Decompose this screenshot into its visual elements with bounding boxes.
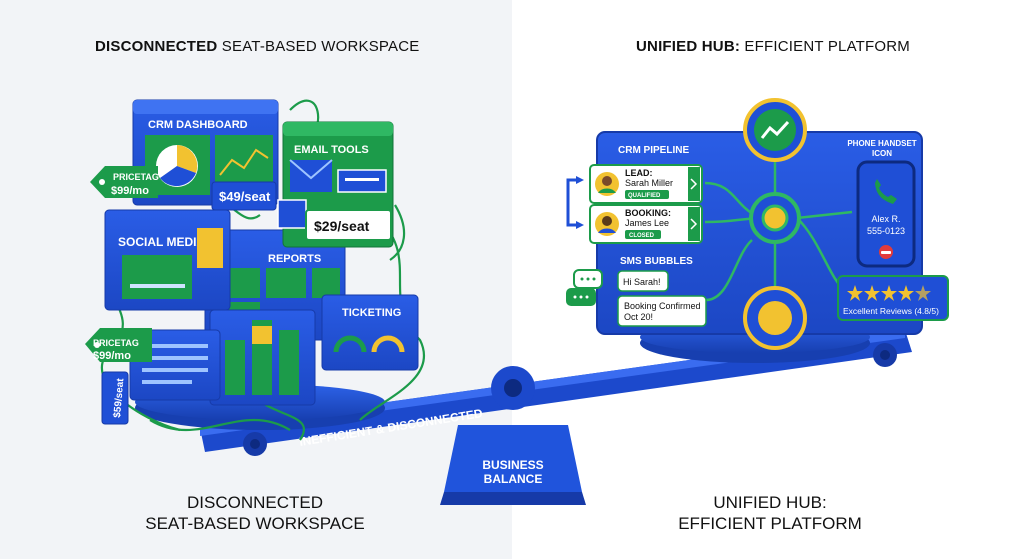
price-tag-1: PRICETAG $99/mo — [90, 166, 159, 198]
price-tag-1-price: $99/mo — [111, 185, 149, 197]
sms-bubble-2: Booking Confirmed Oct 20! — [617, 295, 707, 327]
card-social-media: SOCIAL MEDIA — [104, 209, 231, 311]
seat-tag-29: $29/seat — [305, 209, 392, 241]
card-ticketing-title: TICKETING — [342, 307, 401, 319]
left-heading-rest: SEAT-BASED WORKSPACE — [217, 38, 420, 55]
seat-tag-49: $49/seat — [211, 181, 277, 211]
price-tag-2-label: PRICETAG — [93, 338, 139, 348]
sms1-text: Hi Sarah! — [623, 277, 661, 287]
pipeline-title: CRM PIPELINE — [618, 145, 689, 156]
lead-badge: QUALIFIED — [628, 193, 661, 199]
card-social-title: SOCIAL MEDIA — [118, 235, 205, 249]
seat-tag-59-text: $59/seat — [112, 377, 126, 418]
reviews-text: Excellent Reviews (4.8/5) — [843, 306, 939, 316]
phone-number: 555-0123 — [867, 226, 905, 236]
card-ticketing: TICKETING — [321, 294, 419, 371]
price-tag-2-price: $99/mo — [93, 350, 131, 362]
phone-title-line1: PHONE HANDSET — [847, 139, 916, 148]
sms2-line1: Booking Confirmed — [624, 301, 701, 311]
card-crm-dashboard: CRM DASHBOARD — [132, 99, 279, 206]
base-label-line2: BALANCE — [484, 472, 543, 486]
booking-label: BOOKING: — [625, 208, 671, 218]
seat-tag-29-text: $29/seat — [314, 218, 370, 234]
right-heading-bold: UNIFIED HUB: — [636, 38, 741, 55]
sms-bubble-1: Hi Sarah! — [617, 270, 669, 292]
phone-section: PHONE HANDSET ICON Alex R. 555-0123 — [847, 139, 917, 268]
lead-card: LEAD: Sarah Miller QUALIFIED — [589, 164, 703, 204]
phone-title-line2: ICON — [872, 149, 892, 158]
reviews-card: Excellent Reviews (4.8/5) — [837, 275, 949, 321]
left-heading-bold: DISCONNECTED — [95, 38, 218, 55]
booking-name: James Lee — [625, 218, 669, 228]
right-footer: UNIFIED HUB: EFFICIENT PLATFORM — [670, 492, 870, 534]
right-heading-rest: EFFICIENT PLATFORM — [740, 38, 910, 55]
price-tag-2: PRICETAG $99/mo — [85, 328, 152, 362]
star-rating-icons — [847, 285, 931, 301]
lead-name: Sarah Miller — [625, 178, 673, 188]
phone-name: Alex R. — [871, 214, 900, 224]
sms-title: SMS BUBBLES — [620, 256, 693, 267]
price-tag-1-label: PRICETAG — [113, 172, 159, 182]
left-footer-line2: SEAT-BASED WORKSPACE — [145, 514, 365, 533]
card-reports-title: REPORTS — [268, 253, 321, 265]
phone-handset-icon — [875, 179, 897, 204]
lead-label: LEAD: — [625, 168, 653, 178]
left-footer: DISCONNECTED SEAT-BASED WORKSPACE — [140, 492, 370, 534]
booking-badge: CLOSED — [629, 233, 655, 239]
right-heading: UNIFIED HUB: EFFICIENT PLATFORM — [636, 38, 910, 55]
seat-tag-49-text: $49/seat — [219, 189, 271, 204]
left-footer-line1: DISCONNECTED — [186, 493, 323, 512]
sms-bubble-icons — [566, 269, 603, 306]
card-lines — [129, 329, 221, 401]
sms2-line2: Oct 20! — [624, 312, 653, 322]
card-bars — [209, 309, 316, 406]
booking-card: BOOKING: James Lee CLOSED — [589, 204, 703, 244]
scale-base: BUSINESS BALANCE — [440, 366, 586, 505]
right-footer-line1: UNIFIED HUB: — [713, 493, 827, 512]
card-email-title: EMAIL TOOLS — [294, 144, 369, 156]
card-crm-title: CRM DASHBOARD — [148, 119, 248, 131]
right-footer-line2: EFFICIENT PLATFORM — [678, 514, 862, 533]
seat-tag-59: $59/seat — [101, 371, 129, 425]
left-heading: DISCONNECTED SEAT-BASED WORKSPACE — [95, 38, 419, 55]
base-label-line1: BUSINESS — [482, 458, 543, 472]
